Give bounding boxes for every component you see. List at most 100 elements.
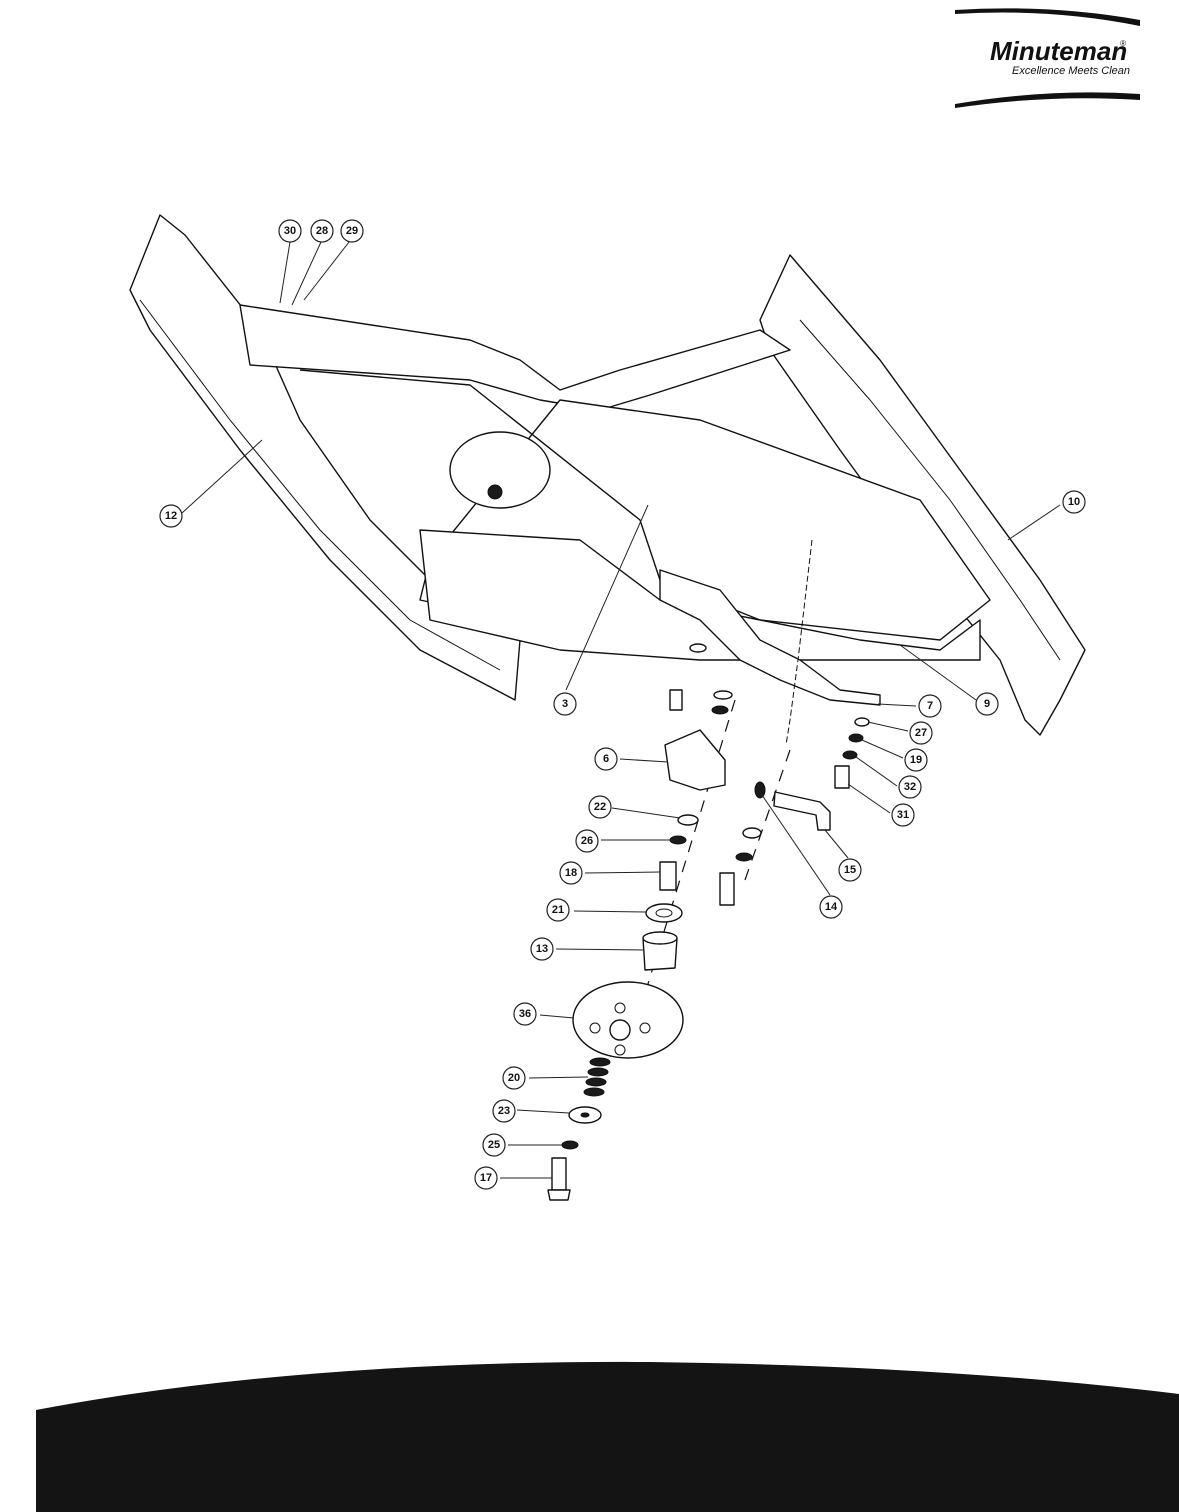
callout-23: 23: [492, 1099, 516, 1123]
callout-27: 27: [909, 721, 933, 745]
leader-32: [855, 756, 898, 787]
leader-6: [619, 758, 669, 763]
svg-text:10: 10: [1068, 496, 1080, 508]
elbow-pin-15: [773, 791, 831, 831]
lock-washer-25: [561, 1140, 579, 1150]
callout-20: 20: [502, 1066, 526, 1090]
svg-text:28: 28: [316, 225, 328, 237]
right-blade-rail: [799, 319, 1061, 661]
bolt-17: [551, 1157, 567, 1191]
washer-21-hole: [655, 908, 673, 918]
callout-31: 31: [891, 803, 915, 827]
callout-29: 29: [340, 219, 364, 243]
mounted-caster-hub: [487, 484, 503, 500]
top-crossbar: [239, 304, 791, 411]
frame-body-lower: [419, 529, 981, 661]
callout-36: 36: [513, 1002, 537, 1026]
leader-13: [555, 948, 645, 951]
leader-30: [279, 241, 291, 304]
washer-right: [742, 827, 762, 839]
callout-32: 32: [898, 775, 922, 799]
leader-18: [584, 871, 661, 874]
svg-text:23: 23: [498, 1105, 510, 1117]
assembly-axis-right: [744, 749, 791, 881]
callout-22: 22: [588, 795, 612, 819]
leader-21: [573, 910, 647, 913]
caster-wheel-36-hole-2: [639, 1022, 651, 1034]
leader-23: [516, 1109, 570, 1114]
callout-7: 7: [918, 694, 942, 718]
svg-text:21: 21: [552, 904, 564, 916]
svg-text:29: 29: [346, 225, 358, 237]
leader-3: [565, 504, 649, 691]
footer-swoosh: [36, 1361, 1179, 1512]
caster-wheel-36-hole-4: [614, 1002, 626, 1014]
leader-9: [899, 644, 977, 701]
callout-6: 6: [594, 747, 618, 771]
brand-registered-mark: ®: [1120, 39, 1126, 48]
svg-text:12: 12: [165, 510, 177, 522]
leader-lines: [181, 241, 1061, 1179]
spring-washer-20d: [583, 1087, 605, 1097]
brand-logo: Minuteman ® Excellence Meets Clean: [955, 8, 1140, 108]
bolt-a: [669, 689, 683, 711]
svg-text:7: 7: [927, 700, 933, 712]
caster-wheel-36-hole-3: [614, 1044, 626, 1056]
leader-28: [291, 241, 322, 306]
spring-washer-20a: [589, 1057, 611, 1067]
squeegee-assembly: [129, 214, 1086, 746]
svg-text:22: 22: [594, 801, 606, 813]
callout-3: 3: [553, 692, 577, 716]
callout-12: 12: [159, 504, 183, 528]
svg-text:31: 31: [897, 809, 909, 821]
svg-text:17: 17: [480, 1172, 492, 1184]
caster-bracket: [664, 729, 726, 791]
leader-36: [539, 1014, 575, 1019]
chain: [785, 539, 813, 746]
callout-15: 15: [838, 858, 862, 882]
caster-wheel-36-hole-1: [589, 1022, 601, 1034]
left-blade-edge: [139, 299, 501, 671]
lock-washer-right: [735, 852, 753, 862]
exploded-hardware: [547, 643, 870, 1201]
callout-28: 28: [310, 219, 334, 243]
callout-13: 13: [530, 937, 554, 961]
callout-18: 18: [559, 861, 583, 885]
leader-31: [847, 783, 891, 814]
svg-text:26: 26: [581, 835, 593, 847]
svg-text:18: 18: [565, 867, 577, 879]
bolt-17-head: [547, 1189, 571, 1201]
washer-21: [645, 903, 683, 923]
callouts: 30 28 29 12 10 3 7 9 27 6 19 32 31 22 26…: [159, 219, 1086, 1190]
washer-a: [689, 643, 707, 653]
leader-22: [611, 807, 681, 819]
bushing-13-top: [642, 931, 678, 945]
svg-text:3: 3: [562, 698, 568, 710]
svg-text:27: 27: [915, 727, 927, 739]
leader-10: [1007, 504, 1061, 541]
svg-text:14: 14: [825, 901, 838, 913]
svg-text:6: 6: [603, 753, 609, 765]
caster-wheel-36: [572, 981, 684, 1059]
bolt-31: [834, 765, 850, 789]
callout-26: 26: [575, 829, 599, 853]
svg-text:15: 15: [844, 864, 856, 876]
washer-23-hole: [580, 1112, 590, 1118]
leader-15: [824, 829, 849, 859]
lock-washer-26: [669, 835, 687, 845]
leader-12: [181, 439, 263, 514]
center-bracket: [659, 569, 881, 706]
svg-text:20: 20: [508, 1072, 520, 1084]
svg-text:25: 25: [488, 1139, 500, 1151]
washer-b: [713, 690, 733, 700]
callout-30: 30: [278, 219, 302, 243]
leader-14: [761, 794, 831, 896]
lock-washer-32: [842, 750, 858, 760]
bolt-right: [719, 872, 735, 906]
svg-text:9: 9: [984, 698, 990, 710]
svg-text:36: 36: [519, 1008, 531, 1020]
leader-29: [303, 241, 350, 301]
washer-22: [677, 814, 699, 826]
brand-name: Minuteman: [990, 36, 1127, 66]
